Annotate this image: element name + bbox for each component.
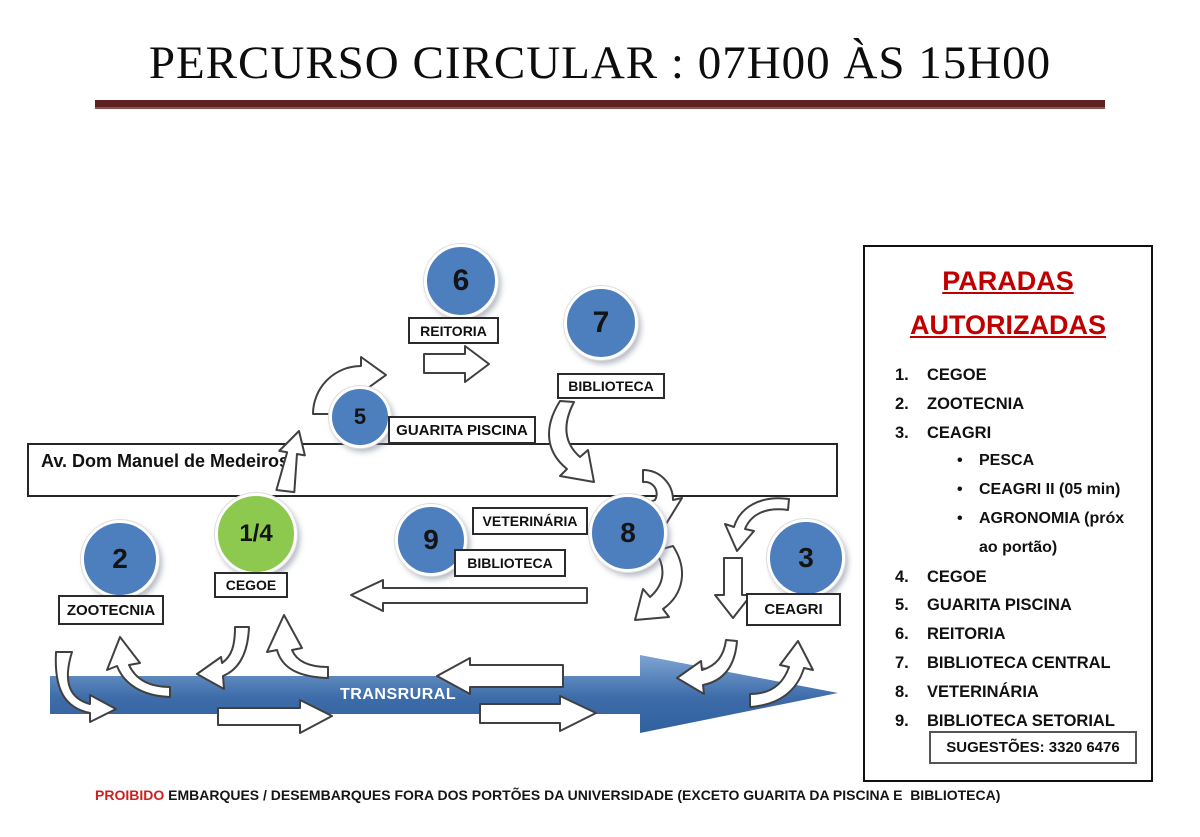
- list-subitem: PESCA: [865, 447, 1151, 476]
- label-reitoria: REITORIA: [408, 317, 499, 344]
- bullet-icon: [957, 447, 979, 476]
- curved-arrow-up-cegoe: [266, 614, 329, 679]
- curved-arrow-up-right-of-head: [749, 640, 814, 708]
- arrow-up-through-road: [275, 430, 306, 494]
- panel-title-line1: PARADAS: [942, 266, 1074, 296]
- arrow-long-left: [350, 579, 588, 612]
- arrow-lowleft-right: [217, 699, 333, 734]
- bullet-icon: [957, 505, 979, 563]
- label-guarita-piscina: GUARITA PISCINA: [388, 416, 536, 444]
- label-biblioteca-central: BIBLIOTECA: [557, 373, 665, 399]
- title-underline-rule: [95, 100, 1105, 109]
- label-biblioteca-setorial: BIBLIOTECA: [454, 549, 566, 577]
- prohibition-word: PROIBIDO: [95, 787, 165, 803]
- stop-node-2: 2: [81, 520, 159, 598]
- curved-arrow-left-cegoe: [196, 626, 250, 690]
- stop-node-9: 9: [395, 504, 467, 576]
- suggestions-box: SUGESTÕES: 3320 6476: [929, 731, 1137, 764]
- prohibition-text: EMBARQUES / DESEMBARQUES FORA DOS PORTÕE…: [164, 787, 1001, 803]
- list-subitem: CEAGRI II (05 min): [865, 476, 1151, 505]
- road-label: Av. Dom Manuel de Medeiros: [41, 451, 290, 471]
- list-subitem: AGRONOMIA (próx ao portão): [865, 505, 1151, 563]
- road-box: Av. Dom Manuel de Medeiros: [27, 443, 838, 497]
- arrow-reitoria-to-biblioteca: [423, 345, 490, 383]
- transrural-label: TRANSRURAL: [340, 686, 456, 703]
- arrow-band-left: [436, 657, 564, 695]
- list-item: 5.GUARITA PISCINA: [895, 596, 1072, 615]
- curved-arrow-hook-left: [676, 639, 738, 695]
- stop-node-8: 8: [589, 494, 667, 572]
- list-item: 7.BIBLIOTECA CENTRAL: [895, 653, 1111, 672]
- stop-node-3: 3: [767, 519, 845, 597]
- list-item: 8.VETERINÁRIA: [895, 682, 1039, 701]
- panel-title-line2: AUTORIZADAS: [909, 310, 1106, 340]
- authorized-stops-list: 1.CEGOE 2.ZOOTECNIA 3.CEAGRI PESCA CEAGR…: [865, 361, 1151, 735]
- label-cegoe: CEGOE: [214, 572, 288, 598]
- panel-title: PARADAS AUTORIZADAS: [865, 259, 1151, 347]
- label-zootecnia: ZOOTECNIA: [58, 595, 164, 625]
- arrow-band-right: [479, 695, 597, 732]
- stop-node-7: 7: [564, 286, 638, 360]
- page-title: PERCURSO CIRCULAR : 07H00 ÀS 15H00: [148, 37, 1052, 89]
- list-item: 9.BIBLIOTECA SETORIAL: [895, 711, 1115, 730]
- stop-node-6: 6: [424, 244, 498, 318]
- label-ceagri: CEAGRI: [746, 593, 841, 626]
- stop-node-1-4: 1/4: [215, 493, 297, 575]
- list-item: 4.CEGOE: [895, 567, 987, 586]
- curved-arrow-farleft-down: [54, 651, 117, 723]
- stop-node-5: 5: [329, 386, 391, 448]
- list-item: 2.ZOOTECNIA: [895, 394, 1025, 413]
- list-item: 1.CEGOE: [895, 366, 987, 384]
- list-item: 3.CEAGRI: [895, 423, 992, 442]
- label-veterinaria: VETERINÁRIA: [472, 507, 588, 535]
- list-item: 6.REITORIA: [895, 625, 1006, 644]
- curved-arrow-up-zootecnia: [106, 636, 171, 698]
- bullet-icon: [957, 476, 979, 505]
- authorized-stops-panel: PARADAS AUTORIZADAS 1.CEGOE 2.ZOOTECNIA …: [863, 245, 1153, 782]
- prohibition-note: PROIBIDO EMBARQUES / DESEMBARQUES FORA D…: [95, 787, 1000, 803]
- curved-arrow-biblioteca-down: [548, 400, 595, 483]
- curved-arrow-below-8: [634, 545, 683, 621]
- curved-arrow-to-ceagri: [724, 497, 790, 552]
- arrow-down-left-of-ceagri: [714, 557, 752, 619]
